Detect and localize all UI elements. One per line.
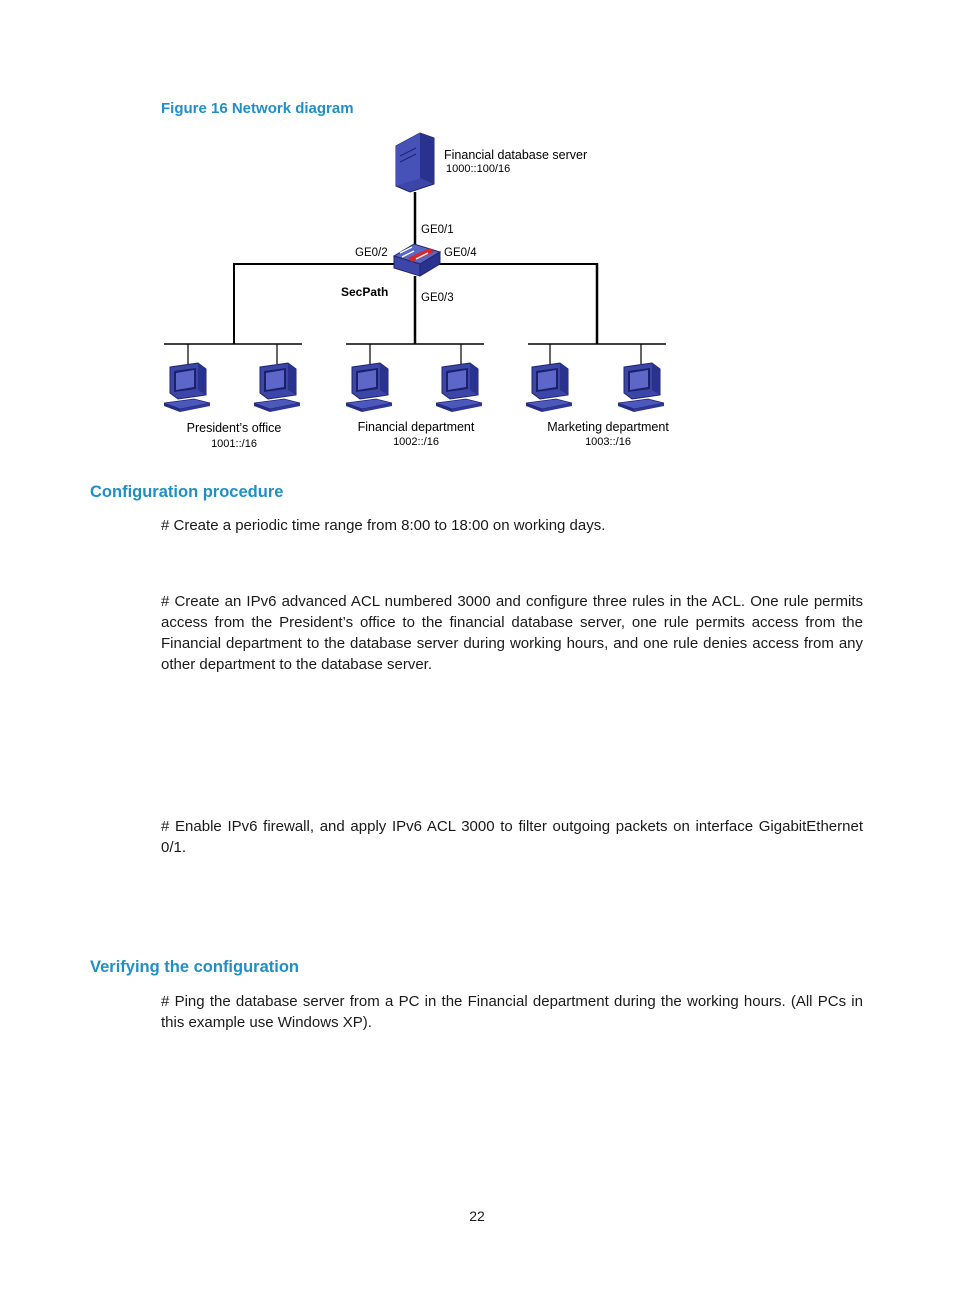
group-financial-name: Financial department [358, 420, 475, 434]
firewall-icon [392, 243, 442, 277]
pc-icon [617, 362, 665, 413]
server-icon [395, 132, 435, 193]
config-procedure-heading: Configuration procedure [90, 483, 284, 501]
pc-icon [253, 362, 301, 413]
verify-heading: Verifying the configuration [90, 958, 300, 976]
config-paragraph-1: # Create a periodic time range from 8:00… [161, 517, 606, 534]
figure-caption: Figure 16 Network diagram [161, 100, 354, 117]
pc-icon [345, 362, 393, 413]
pc-icon [163, 362, 211, 413]
group-financial-address: 1002::/16 [393, 436, 439, 448]
port-ge02: GE0/2 [355, 247, 388, 259]
group-marketing-address: 1003::/16 [585, 436, 631, 448]
device-label: SecPath [341, 285, 388, 299]
group-president-address: 1001::/16 [211, 438, 257, 450]
server-label: Financial database server [444, 148, 587, 162]
network-diagram: Financial database server 1000::100/16 G… [163, 132, 669, 450]
config-paragraph-2: # Create an IPv6 advanced ACL numbered 3… [161, 593, 863, 673]
pc-icon [435, 362, 483, 413]
verify-paragraph-1: # Ping the database server from a PC in … [161, 993, 863, 1031]
page-number: 22 [469, 1208, 485, 1224]
port-ge03: GE0/3 [421, 292, 454, 304]
config-paragraph-3: # Enable IPv6 firewall, and apply IPv6 A… [161, 818, 863, 856]
group-marketing-name: Marketing department [547, 420, 669, 434]
port-ge01: GE0/1 [421, 224, 454, 236]
server-address: 1000::100/16 [446, 163, 510, 175]
group-president-name: President’s office [187, 421, 282, 435]
pc-icon [525, 362, 573, 413]
port-ge04: GE0/4 [444, 247, 477, 259]
